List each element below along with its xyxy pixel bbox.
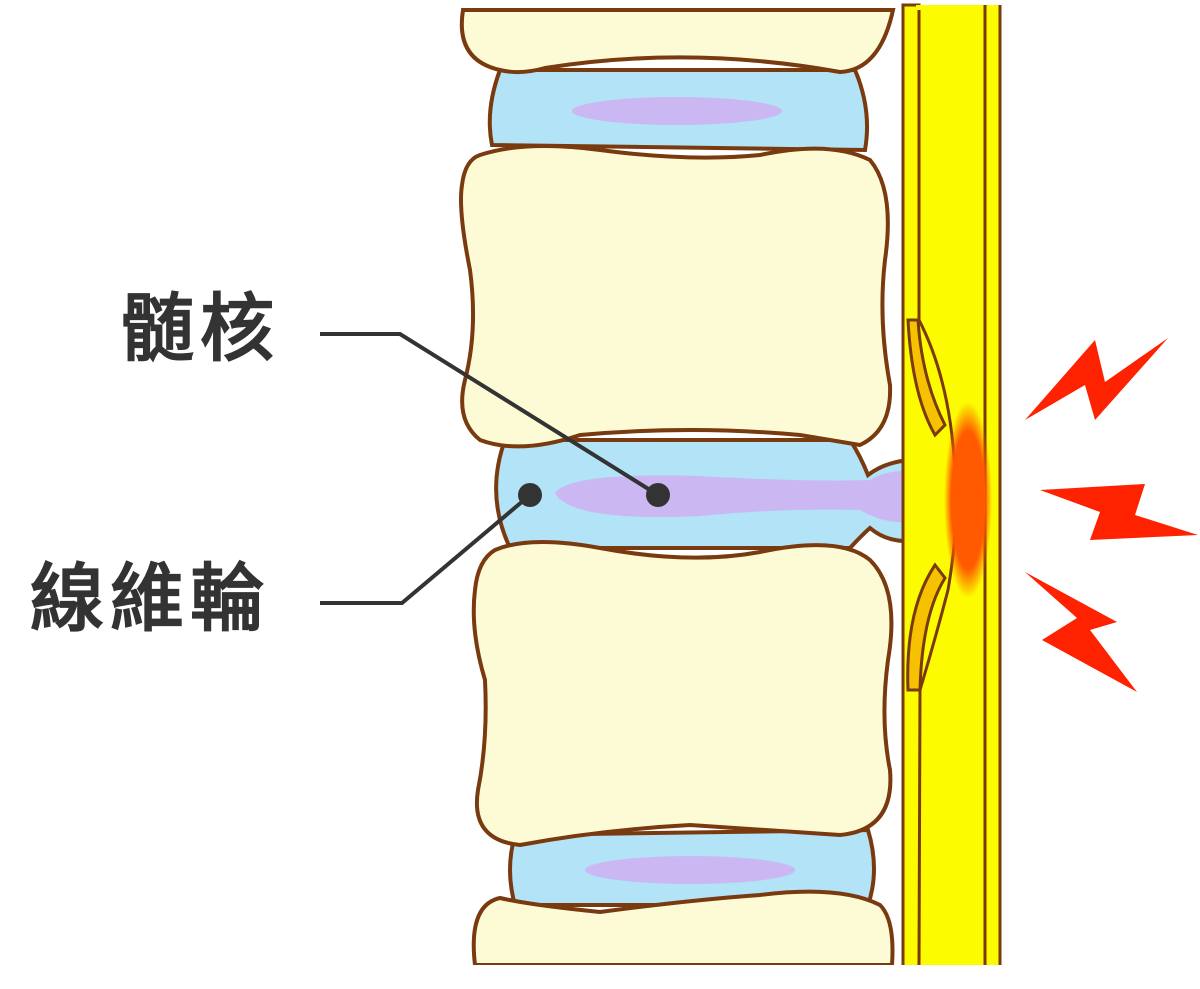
nucleus-herniated — [555, 471, 945, 523]
nerve-root-lower — [906, 562, 947, 692]
vertebra-bottom — [471, 889, 895, 965]
pointer-dot-annulus — [518, 483, 542, 507]
nucleus-top — [572, 97, 782, 125]
vertebra-top — [459, 8, 896, 75]
vertebra-lower — [471, 539, 894, 848]
pain-lightning-icon — [1025, 338, 1198, 692]
compression-area — [944, 402, 992, 598]
label-nucleus: 髄核 — [120, 286, 280, 372]
nucleus-bottom — [585, 856, 795, 884]
pointer-dot-nucleus — [646, 483, 670, 507]
leader-line-annulus — [320, 493, 532, 605]
leader-line-nucleus — [320, 332, 660, 497]
nerve-root-upper — [906, 318, 947, 438]
label-annulus: 線維輪 — [30, 556, 270, 642]
vertebra-upper — [459, 144, 893, 449]
